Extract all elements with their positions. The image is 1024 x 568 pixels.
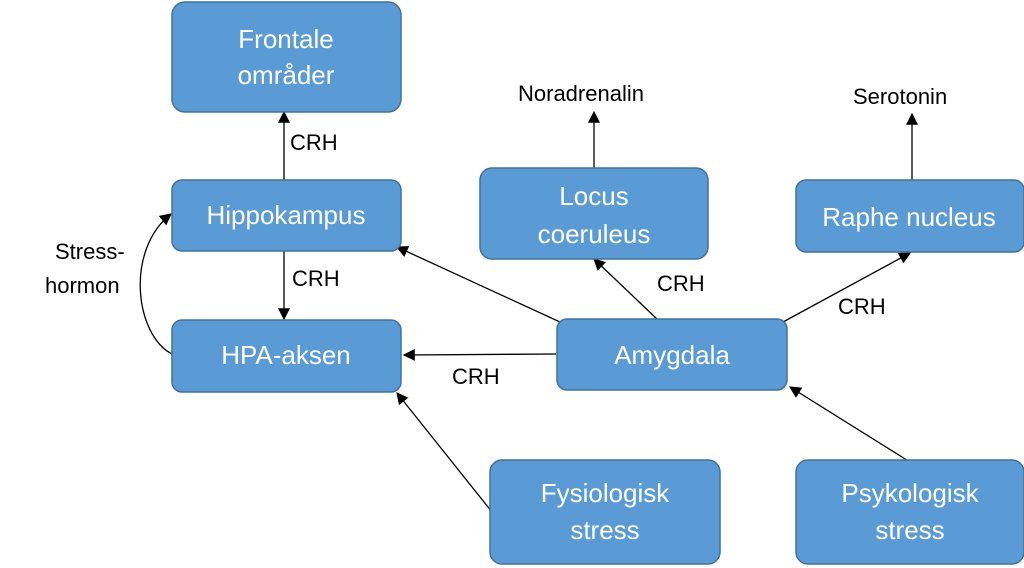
edges bbox=[139, 110, 918, 513]
label-stresshormon-line2: hormon bbox=[45, 273, 120, 298]
node-raphe-label: Raphe nucleus bbox=[822, 202, 995, 232]
node-frontale-omrader: Frontale områder bbox=[171, 1, 402, 113]
node-hippokampus: Hippokampus bbox=[171, 179, 402, 252]
node-locus-coeruleus: Locus coeruleus bbox=[479, 167, 709, 260]
node-fysiologisk-line1: Fysiologisk bbox=[541, 478, 671, 508]
label-crh-hippokampus-hpa: CRH bbox=[292, 266, 340, 291]
label-crh-hippokampus-frontale: CRH bbox=[290, 130, 338, 155]
node-amygdala: Amygdala bbox=[556, 318, 788, 391]
node-hpa-label: HPA-aksen bbox=[221, 340, 351, 370]
node-hippokampus-label: Hippokampus bbox=[207, 200, 366, 230]
node-hpa-aksen: HPA-aksen bbox=[171, 319, 402, 393]
node-locus-line1: Locus bbox=[559, 181, 628, 211]
label-crh-amygdala-raphe: CRH bbox=[838, 294, 886, 319]
edge-psykologisk-to-amygdala bbox=[788, 386, 911, 463]
node-fysiologisk-line2: stress bbox=[570, 515, 639, 545]
edge-amygdala-to-hippokampus bbox=[395, 246, 561, 323]
node-locus-line2: coeruleus bbox=[538, 219, 651, 249]
edge-amygdala-to-hpa bbox=[402, 348, 557, 361]
label-crh-amygdala-hpa: CRH bbox=[452, 364, 500, 389]
node-fysiologisk-stress: Fysiologisk stress bbox=[489, 459, 721, 565]
node-psykologisk-line1: Psykologisk bbox=[841, 478, 979, 508]
label-crh-amygdala-locus: CRH bbox=[657, 271, 705, 296]
edge-stresshormon-curve bbox=[139, 213, 173, 355]
label-serotonin: Serotonin bbox=[853, 84, 947, 109]
node-raphe-nucleus: Raphe nucleus bbox=[795, 179, 1024, 253]
node-amygdala-label: Amygdala bbox=[614, 340, 730, 370]
node-psykologisk-line2: stress bbox=[875, 515, 944, 545]
edge-amygdala-to-raphe bbox=[782, 252, 912, 323]
edge-amygdala-to-locus bbox=[593, 258, 658, 320]
node-psykologisk-stress: Psykologisk stress bbox=[795, 459, 1024, 565]
node-frontale-line2: områder bbox=[238, 60, 335, 90]
node-frontale-line1: Frontale bbox=[238, 24, 333, 54]
label-noradrenalin: Noradrenalin bbox=[518, 81, 644, 106]
edge-fysiologisk-to-hpa bbox=[396, 392, 493, 513]
label-stresshormon-line1: Stress- bbox=[55, 239, 125, 264]
